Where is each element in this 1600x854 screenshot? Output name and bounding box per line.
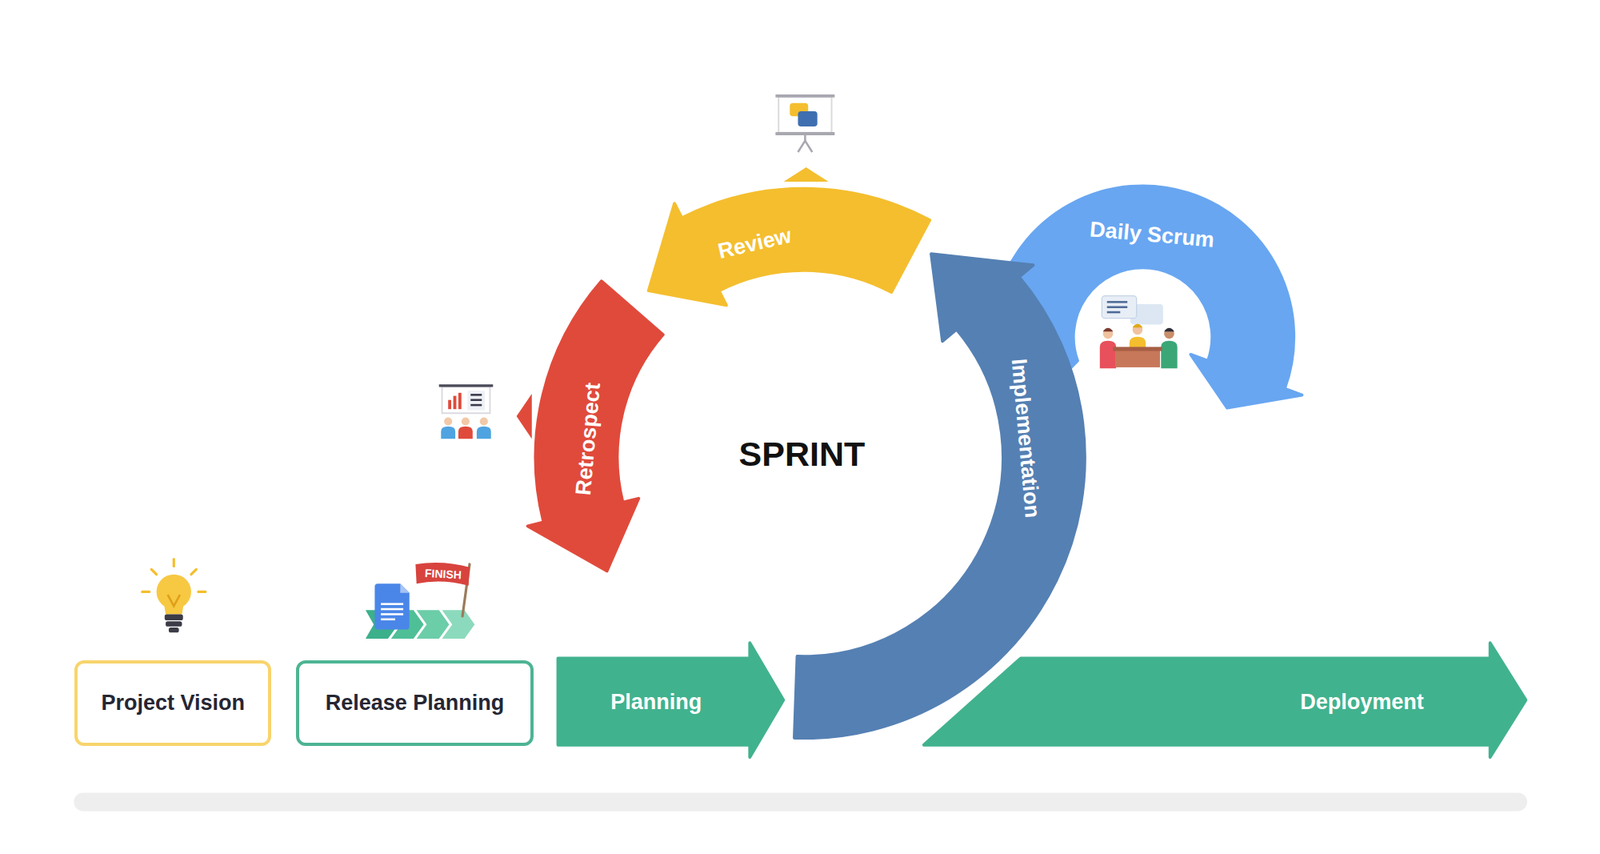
team-meeting-icon — [1160, 340, 1177, 368]
lightbulb-icon — [198, 590, 206, 593]
review-board-icon — [775, 96, 835, 152]
retrospective-icon — [470, 394, 482, 405]
retrospective-icon — [439, 384, 494, 387]
process-box: Project Vision — [74, 660, 272, 746]
review-board-icon — [797, 134, 812, 152]
lightbulb-icon — [168, 627, 180, 632]
cycle-arc-arrow: Review — [627, 178, 944, 322]
center-title: SPRINT — [739, 434, 866, 474]
flag-text: FINISH — [424, 566, 462, 581]
retrospective-icon — [470, 404, 482, 407]
team-meeting-icon — [1132, 324, 1144, 328]
review-board-icon — [797, 111, 817, 127]
arrow-body — [923, 643, 1525, 758]
release-roadmap-icon — [415, 562, 470, 586]
review-board-icon — [775, 94, 835, 98]
team-meeting-icon — [1107, 300, 1128, 304]
retrospective-icon — [458, 392, 462, 409]
process-box: Release Planning — [296, 660, 534, 746]
lightbulb-icon — [164, 613, 184, 620]
release-roadmap-icon — [380, 618, 396, 621]
team-meeting-icon — [1164, 328, 1175, 339]
retrospective-icon — [444, 416, 452, 425]
lightbulb-icon — [142, 590, 150, 593]
retrospective-icon — [440, 426, 456, 439]
node-label: Release Planning — [325, 690, 505, 716]
lightbulb-icon — [151, 568, 156, 574]
arrow-body — [996, 185, 1302, 408]
team-meeting-icon — [1115, 348, 1160, 368]
retrospective-icon — [439, 385, 494, 439]
arrow-body — [648, 188, 930, 306]
node-label: Project Vision — [100, 690, 245, 716]
team-meeting-icon — [1100, 340, 1116, 368]
team-meeting-icon — [1101, 296, 1136, 319]
node-label: Daily Scrum — [1088, 216, 1216, 253]
retrospective-icon — [458, 426, 473, 439]
retrospective-icon — [470, 398, 482, 401]
retrospective-icon — [453, 396, 457, 410]
lightbulb-icon — [165, 620, 182, 626]
retrospective-icon — [442, 386, 491, 413]
arrow-body — [528, 280, 664, 571]
release-roadmap-icon — [374, 583, 409, 629]
team-meeting-icon — [1164, 328, 1175, 332]
lightbulb-icon — [142, 559, 206, 633]
team-meeting-icon — [1107, 311, 1121, 314]
timeline-bar — [73, 792, 1528, 812]
team-meeting-icon — [1112, 346, 1162, 351]
shape-outline — [627, 178, 944, 322]
pointer-triangle — [516, 393, 532, 439]
cycle-arc-arrow: Retrospect — [515, 267, 679, 584]
release-roadmap-icon — [380, 608, 404, 611]
lightbulb-icon — [168, 594, 180, 606]
team-meeting-icon — [1103, 328, 1114, 339]
lightbulb-icon — [191, 568, 196, 574]
arrow-body — [558, 643, 784, 758]
team-meeting-icon — [1132, 324, 1144, 335]
retrospective-icon — [461, 416, 470, 425]
lightbulb-icon — [172, 559, 176, 567]
team-meeting-icon — [1107, 305, 1128, 308]
release-roadmap-icon — [380, 612, 404, 616]
release-roadmap-icon — [365, 562, 475, 639]
retrospective-icon — [470, 393, 482, 396]
retrospective-icon — [480, 416, 488, 425]
release-roadmap-icon — [380, 602, 404, 605]
retrospective-icon — [448, 400, 452, 409]
phase-arrow: Deployment — [913, 634, 1532, 764]
retrospective-icon — [476, 426, 492, 439]
release-roadmap-icon — [400, 583, 409, 592]
phase-arrow: Planning — [548, 634, 794, 764]
team-meeting-icon — [1103, 328, 1114, 332]
retrospective-icon — [467, 390, 485, 410]
release-roadmap-icon — [380, 604, 404, 620]
review-board-icon — [797, 140, 812, 152]
review-board-icon — [778, 96, 832, 133]
shape-outline — [913, 634, 1532, 764]
node-label: Deployment — [1300, 689, 1424, 715]
node-label: Planning — [610, 689, 702, 715]
team-meeting-icon — [1107, 301, 1128, 312]
team-meeting-icon — [1100, 296, 1178, 369]
pointer-triangle — [784, 167, 829, 182]
